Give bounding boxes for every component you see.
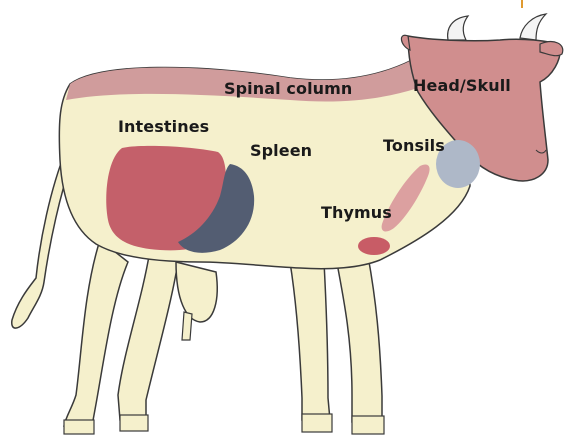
cow-back-leg-rear [118, 250, 178, 420]
cow-horn [448, 16, 468, 40]
label-intestines: Intestines [118, 117, 209, 136]
label-thymus: Thymus [321, 203, 392, 222]
cow-hoof [64, 420, 94, 434]
cow-teat [182, 312, 192, 340]
lymph-node-region [358, 237, 390, 255]
cow-ear [401, 35, 410, 50]
cow-hoof [302, 414, 332, 432]
cow-front-leg-front [336, 256, 382, 422]
label-spinal-column: Spinal column [224, 79, 352, 98]
cow-udder [176, 262, 217, 322]
cow-hoof [120, 415, 148, 431]
label-tonsils: Tonsils [383, 136, 445, 155]
label-spleen: Spleen [250, 141, 312, 160]
label-head-skull: Head/Skull [413, 76, 511, 95]
cow-hoof [352, 416, 384, 434]
cow-horn [520, 14, 546, 40]
cow-front-leg-rear [290, 262, 330, 420]
